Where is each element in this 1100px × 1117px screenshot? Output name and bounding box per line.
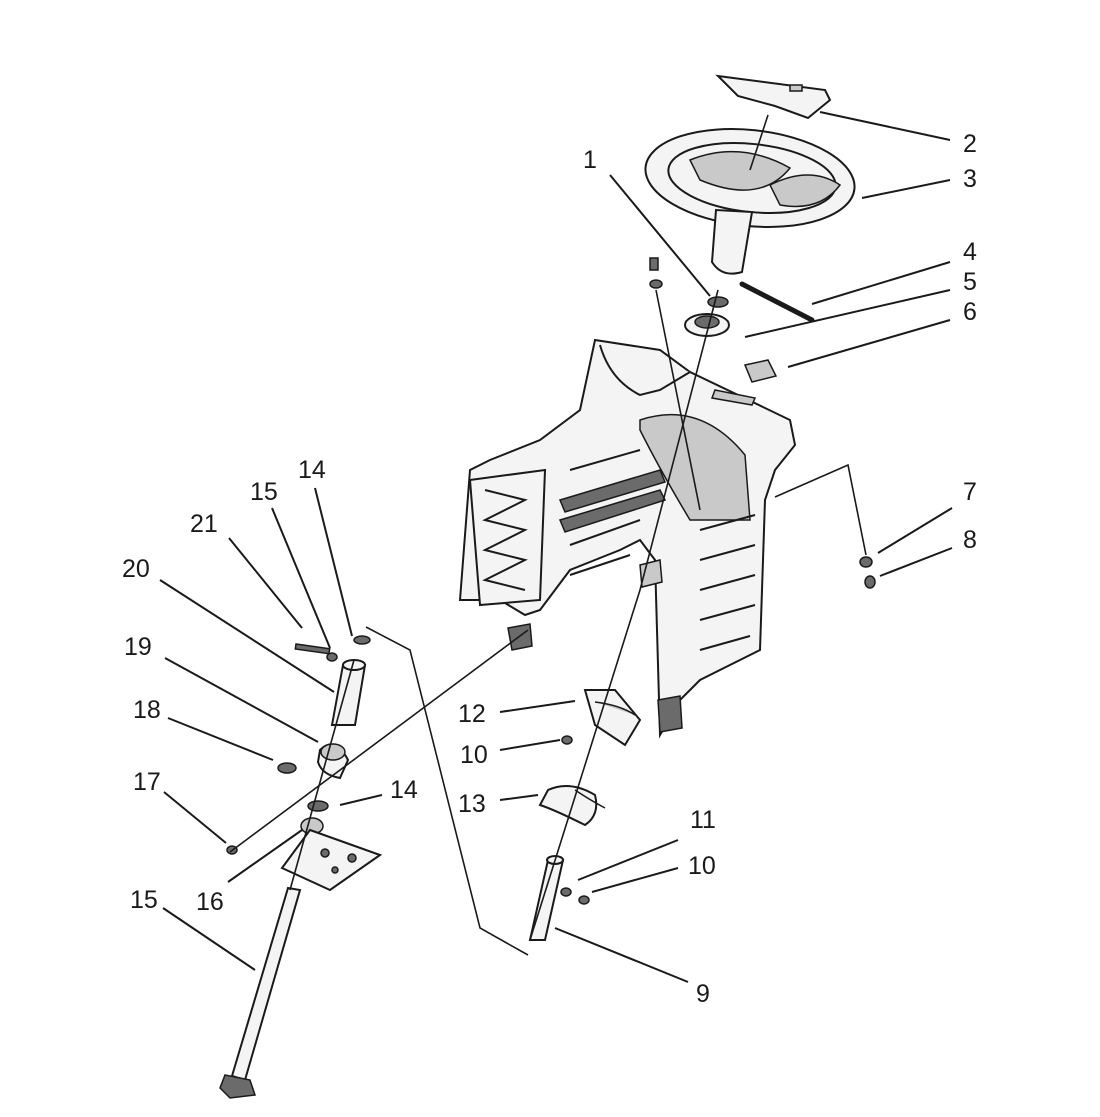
callout-17: 17 — [133, 768, 161, 796]
steering-wheel-cap — [715, 74, 832, 120]
grouping-brackets — [365, 463, 867, 956]
callout-21: 21 — [190, 510, 218, 538]
callout-10-lower: 10 — [688, 852, 716, 880]
steering-tower-housing — [458, 338, 797, 739]
steering-wheel — [644, 128, 856, 275]
shaft-hardware-10-11 — [560, 887, 590, 905]
roll-pin — [739, 281, 815, 323]
steering-bushing — [684, 313, 730, 337]
callout-2: 2 — [963, 130, 977, 158]
callout-18: 18 — [133, 696, 161, 724]
callout-13: 13 — [458, 790, 486, 818]
callout-7: 7 — [963, 478, 977, 506]
callout-labels: 1 2 3 4 5 6 7 8 9 12 10 13 11 10 14 15 2… — [122, 130, 977, 1008]
callout-12: 12 — [458, 700, 486, 728]
housing-vent-left — [482, 489, 528, 591]
callout-4: 4 — [963, 238, 977, 266]
callout-10-upper: 10 — [460, 741, 488, 769]
callout-15-lower: 15 — [130, 886, 158, 914]
callout-20: 20 — [122, 555, 150, 583]
bushing-clip — [743, 359, 778, 383]
callout-5: 5 — [963, 268, 977, 296]
callout-8: 8 — [963, 526, 977, 554]
lower-steering-shaft — [528, 855, 565, 941]
steering-shaft-15 — [219, 886, 302, 1099]
callout-16: 16 — [196, 888, 224, 916]
leader-lines — [159, 111, 953, 983]
callout-9: 9 — [696, 980, 710, 1008]
callout-15-upper: 15 — [250, 478, 278, 506]
callout-14-upper: 14 — [298, 456, 326, 484]
pivot-tube — [330, 659, 367, 726]
callout-1: 1 — [583, 146, 597, 174]
callout-3: 3 — [963, 165, 977, 193]
steering-bracket-lower — [538, 785, 606, 827]
bracket-nut-10 — [561, 735, 573, 745]
top-screw — [649, 257, 663, 289]
callout-19: 19 — [124, 633, 152, 661]
top-washer — [707, 296, 729, 308]
assembly-centerlines — [229, 114, 769, 941]
small-fasteners-14-15-21 — [294, 635, 371, 662]
nut-7-8 — [859, 556, 876, 589]
callout-11: 11 — [690, 806, 716, 834]
callout-6: 6 — [963, 298, 977, 326]
housing-slots — [569, 449, 756, 651]
washer-14-lower — [307, 800, 329, 812]
callout-14-lower: 14 — [390, 776, 418, 804]
steering-bracket-upper — [583, 689, 642, 747]
spacer-18 — [277, 762, 297, 774]
mounting-plate — [280, 828, 383, 892]
